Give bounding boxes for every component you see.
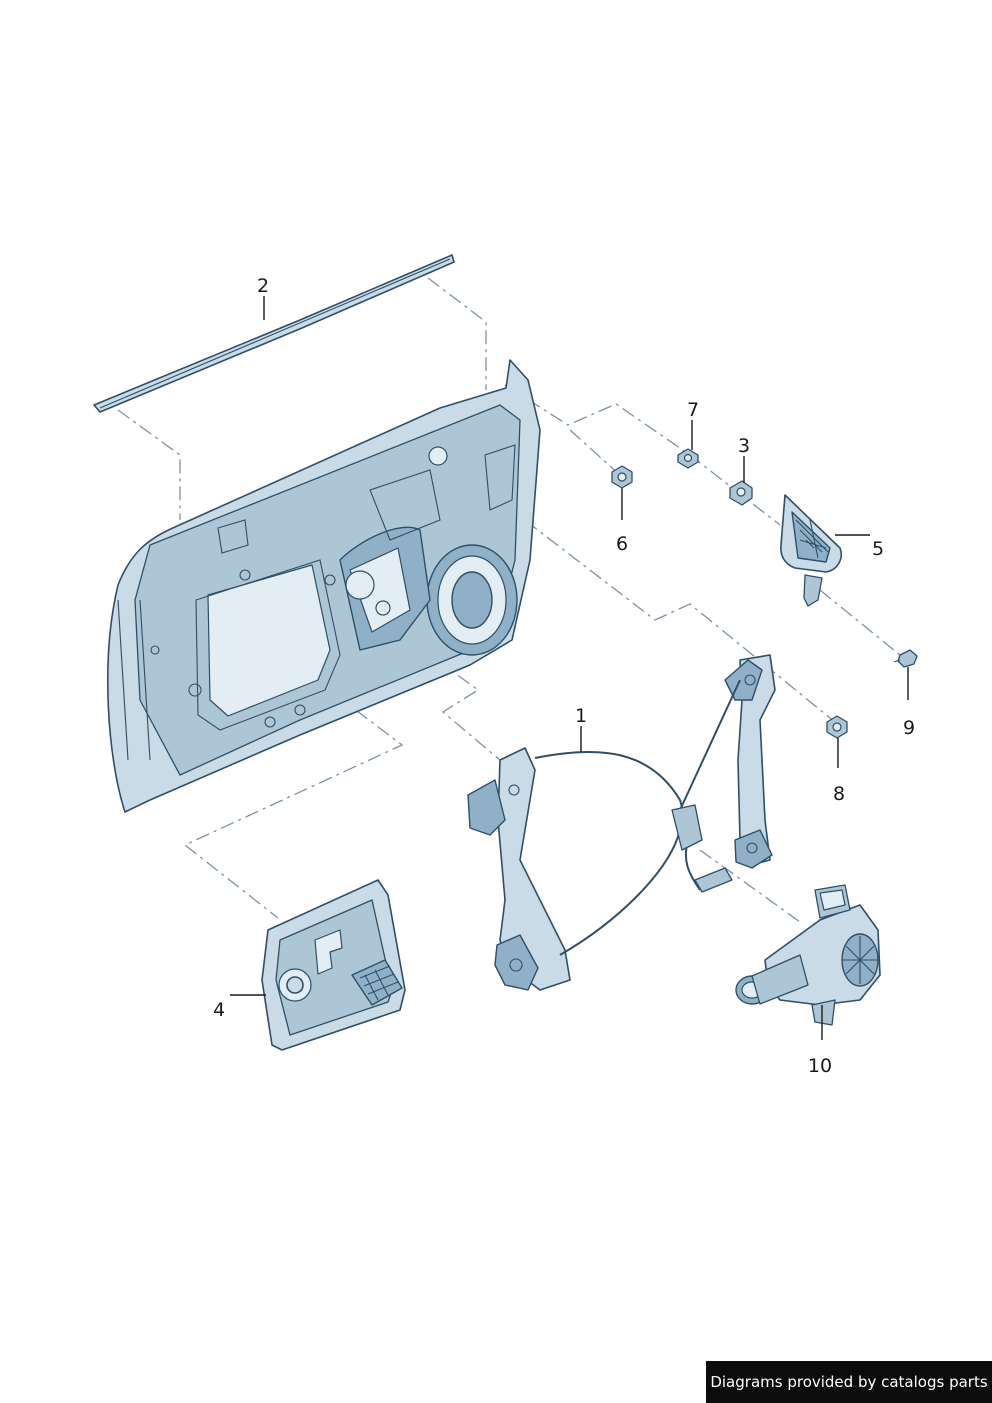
guide-line-motor	[699, 849, 801, 923]
callout-9: 9	[903, 717, 915, 739]
callout-4: 4	[213, 999, 225, 1021]
callout-6: 6	[616, 533, 628, 555]
callout-10: 10	[808, 1055, 832, 1077]
guide-line-nut-6	[569, 429, 621, 476]
screw-3	[729, 480, 753, 506]
callout-labels: 1 2 3 4 5 6 7 8 9 10	[213, 275, 915, 1077]
credit-footer-text: Diagrams provided by catalogs parts	[710, 1373, 988, 1391]
guide-line-upper	[504, 384, 781, 526]
callout-3: 3	[738, 435, 750, 457]
door-panel-cover	[261, 879, 406, 1051]
leader-lines	[230, 296, 909, 1040]
window-seal-strip	[93, 254, 455, 413]
guide-line-middle	[439, 454, 836, 723]
window-motor	[735, 884, 881, 1026]
nut-8	[826, 715, 848, 739]
screw-9	[893, 649, 918, 668]
guide-line-strip-right	[427, 277, 487, 390]
callout-1: 1	[575, 705, 587, 727]
callout-8: 8	[833, 783, 845, 805]
callout-5: 5	[872, 538, 884, 560]
callout-7: 7	[687, 399, 699, 421]
nut-6	[611, 465, 633, 489]
door-inner-panel	[107, 359, 541, 813]
guide-line-strip-left	[117, 409, 181, 520]
clip-7	[677, 448, 699, 469]
callout-2: 2	[257, 275, 269, 297]
credit-footer: Diagrams provided by catalogs parts	[706, 1361, 992, 1403]
window-regulator	[467, 654, 776, 991]
guide-line-clip-9	[819, 589, 901, 656]
mirror-trim-cover	[780, 494, 842, 607]
